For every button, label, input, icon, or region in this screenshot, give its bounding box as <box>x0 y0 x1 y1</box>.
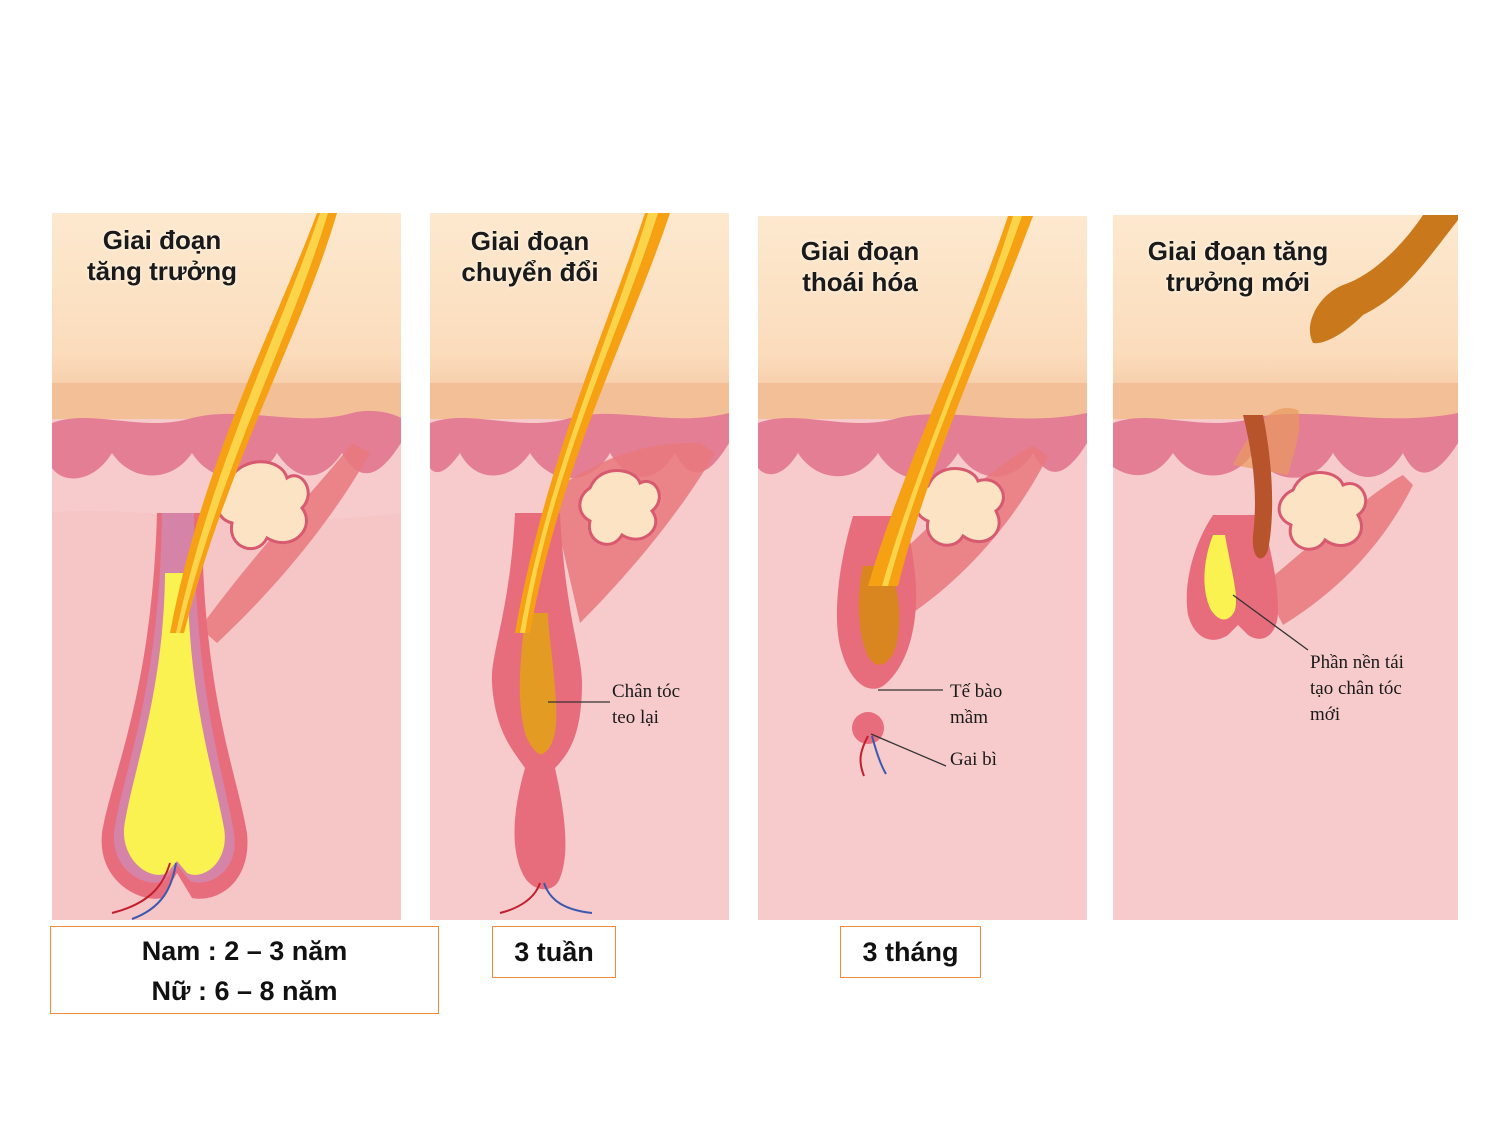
duration-text: Nữ : 6 – 8 năm <box>151 976 338 1006</box>
arrector-muscle <box>1263 475 1413 625</box>
stage-title-transition: Giai đoạn chuyển đổi <box>430 226 630 288</box>
stage-panel-growth <box>52 213 401 920</box>
sebaceous-gland <box>914 467 1005 547</box>
duration-box-degeneration: 3 tháng <box>840 926 981 978</box>
new-hair-matrix <box>1204 535 1237 620</box>
annotation-shrunken-root: Chân tóc teo lại <box>612 679 680 731</box>
club-hair <box>858 566 900 665</box>
duration-text: 3 tuần <box>514 937 594 967</box>
duration-text: Nam : 2 – 3 năm <box>141 936 348 966</box>
annotation-line: mới <box>1310 704 1341 725</box>
degeneration-illustration <box>758 216 1087 920</box>
stage-title-line: thoái hóa <box>802 267 918 297</box>
stage-title-line: Giai đoạn <box>102 225 222 255</box>
hair-bulb <box>123 573 225 875</box>
annotation-new-root-base: Phần nền tái tạo chân tóc mới <box>1310 650 1404 728</box>
stage-title-growth: Giai đoạn tăng trưởng <box>62 225 262 287</box>
shed-hair <box>1309 215 1458 344</box>
annotation-line: Gai bì <box>950 749 997 770</box>
duration-box-growth: Nam : 2 – 3 năm Nữ : 6 – 8 năm <box>50 926 439 1014</box>
stage-title-line: tăng trưởng <box>87 256 237 286</box>
annotation-line: Tế bào <box>950 681 1003 702</box>
stage-title-line: Giai đoạn <box>800 236 920 266</box>
stage-title-line: Giai đoạn <box>470 226 590 256</box>
stage-panel-new-growth <box>1113 215 1458 920</box>
duration-box-transition: 3 tuần <box>492 926 616 978</box>
annotation-germ-cells: Tế bào mầm <box>950 679 1002 731</box>
annotation-line: Chân tóc <box>612 681 681 702</box>
transition-illustration <box>430 213 729 920</box>
stage-title-line: trưởng mới <box>1166 267 1310 297</box>
annotation-dermal-papilla: Gai bì <box>950 747 997 773</box>
stage-title-degeneration: Giai đoạn thoái hóa <box>760 236 960 298</box>
sebaceous-gland <box>578 469 661 546</box>
annotation-line: mầm <box>950 707 988 728</box>
stage-title-line: Giai đoạn tăng <box>1147 236 1329 266</box>
stage-title-new-growth: Giai đoạn tăng trưởng mới <box>1118 236 1358 298</box>
hair-shaft <box>170 213 337 633</box>
annotation-line: tạo chân tóc <box>1310 678 1402 699</box>
sebaceous-gland <box>1277 471 1368 551</box>
hair-shaft <box>515 213 670 633</box>
dermal-papilla <box>852 712 884 744</box>
shrunken-root <box>519 613 557 755</box>
new-growth-illustration <box>1113 215 1458 920</box>
growth-illustration <box>52 213 401 920</box>
stage-panel-transition <box>430 213 729 920</box>
old-club-hair <box>1243 415 1273 559</box>
annotation-line: teo lại <box>612 707 659 728</box>
annotation-line: Phần nền tái <box>1310 652 1404 673</box>
duration-text: 3 tháng <box>862 937 959 967</box>
sebaceous-gland <box>215 460 310 551</box>
stage-panel-degeneration <box>758 216 1087 920</box>
stage-title-line: chuyển đổi <box>461 257 599 287</box>
